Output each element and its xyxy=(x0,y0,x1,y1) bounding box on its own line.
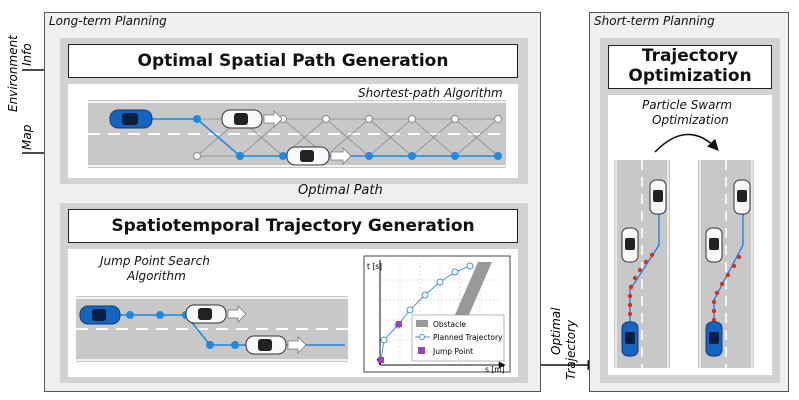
env-info-label-2: Info xyxy=(20,43,34,66)
st-title: Spatiotemporal Trajectory Generation xyxy=(68,209,518,243)
short-term-label: Short-term Planning xyxy=(594,14,715,28)
short-term-title-line2: Optimization xyxy=(628,66,752,86)
optimal-trajectory-label-2: Trajectory xyxy=(564,319,578,380)
pso-road-before xyxy=(614,160,670,368)
long-term-label: Long-term Planning xyxy=(49,14,167,28)
st-ego-car-icon xyxy=(79,305,121,325)
st-algorithm-label-2: Algorithm xyxy=(127,269,186,283)
pso-label-1: Particle Swarm xyxy=(642,98,733,112)
optimal-path-label: Optimal Path xyxy=(298,183,383,198)
map-label: Map xyxy=(20,124,34,150)
short-term-title: Trajectory Optimization xyxy=(608,45,772,89)
spatial-title: Optimal Spatial Path Generation xyxy=(68,44,518,78)
pso-iteration-arrow xyxy=(654,133,719,153)
pso-label-2: Optimization xyxy=(652,113,729,127)
spatial-ego-car-icon xyxy=(109,109,153,129)
st-obstacle-car-2-icon xyxy=(245,335,307,355)
env-info-label-1: Environment xyxy=(6,34,20,112)
legend-jump: Jump Point xyxy=(432,347,473,356)
spatial-algorithm-label: Shortest-path Algorithm xyxy=(358,86,503,100)
st-graph-xlabel: s [m] xyxy=(485,365,505,374)
spatial-obstacle-car-1-icon xyxy=(221,109,283,129)
st-algorithm-label-1: Jump Point Search xyxy=(100,254,210,268)
spatial-obstacle-car-2-icon xyxy=(286,146,352,166)
legend-obstacle: Obstacle xyxy=(433,320,466,329)
pso-road-after xyxy=(698,160,754,368)
st-obstacle-car-1-icon xyxy=(185,304,247,324)
legend-planned: Planned Trajectory xyxy=(433,333,503,342)
optimal-trajectory-label-1: Optimal xyxy=(549,307,563,355)
short-term-title-line1: Trajectory xyxy=(641,46,739,67)
st-graph-ylabel: t [s] xyxy=(367,262,382,271)
